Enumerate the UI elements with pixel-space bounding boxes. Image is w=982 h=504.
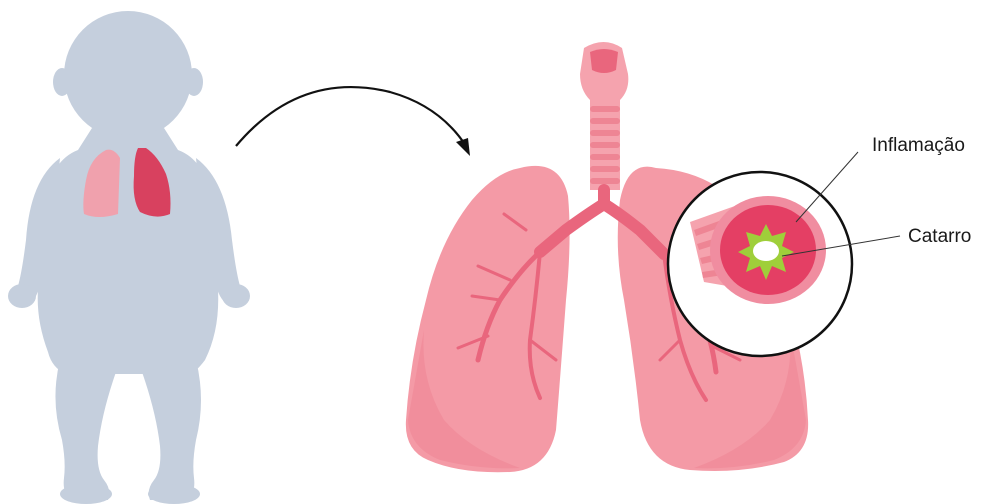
- curved-arrow: [236, 87, 470, 156]
- trachea: [580, 42, 628, 190]
- inflammation-label: Inflamação: [872, 135, 965, 157]
- magnified-bronchiole: [668, 172, 852, 356]
- arrow-head-icon: [456, 138, 470, 156]
- mucus-label: Catarro: [908, 226, 971, 248]
- baby-silhouette: [8, 11, 250, 504]
